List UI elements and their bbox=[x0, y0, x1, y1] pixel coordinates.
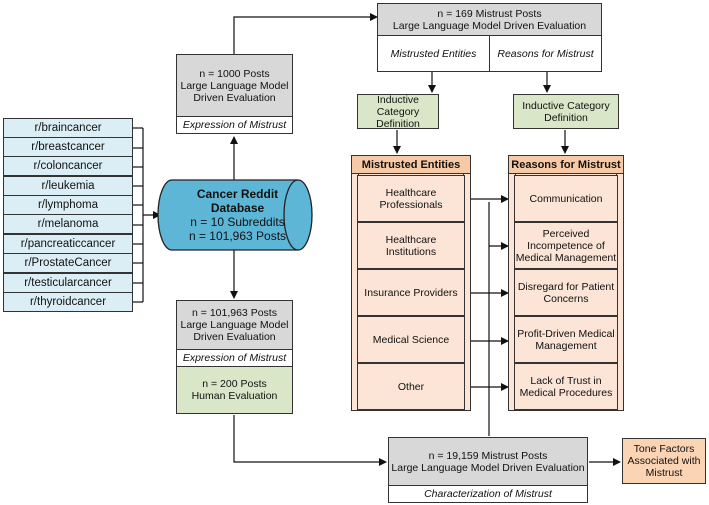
subreddit-label: r/coloncancer bbox=[33, 160, 103, 172]
entity-item: Healthcare Institutions bbox=[357, 222, 465, 269]
reason-item: Communication bbox=[514, 175, 618, 222]
subreddit-item: r/ProstateCancer bbox=[3, 253, 133, 273]
entity-line: Healthcare bbox=[385, 233, 437, 246]
entity-line: Other bbox=[397, 380, 425, 393]
entity-item: Healthcare Professionals bbox=[357, 175, 465, 222]
human-eval-method: Human Evaluation bbox=[191, 390, 278, 402]
reasons-label: Reasons for Mistrust bbox=[489, 35, 602, 72]
reason-item: Perceived Incompetence of Medical Manage… bbox=[514, 222, 618, 269]
reasons-header-text: Reasons for Mistrust bbox=[511, 158, 621, 171]
database-title-line1: Cancer Reddit bbox=[196, 187, 279, 201]
subreddit-item: r/pancreaticcancer bbox=[3, 234, 133, 254]
bottom-eval-method-line1: Large Language Model bbox=[180, 319, 289, 331]
entity-line: Institutions bbox=[385, 245, 437, 258]
subreddit-label: r/melanoma bbox=[37, 218, 99, 230]
top-eval-to-mistrust-eval-arrow bbox=[233, 13, 378, 54]
subreddit-item: r/thyroidcancer bbox=[3, 292, 133, 312]
subreddit-label: r/ProstateCancer bbox=[24, 257, 112, 269]
reason-item: Lack of Trust in Medical Procedures bbox=[514, 363, 618, 410]
top-eval-box: n = 1000 Posts Large Language Model Driv… bbox=[176, 54, 293, 117]
subreddit-item: r/braincancer bbox=[3, 118, 133, 138]
bottom-eval-label: Expression of Mistrust bbox=[176, 349, 293, 367]
inductive-left-line2: Definition bbox=[376, 117, 420, 130]
reasons-header: Reasons for Mistrust bbox=[508, 155, 624, 174]
subreddit-item: r/breastcancer bbox=[3, 137, 133, 157]
bottom-eval-count: n = 101,963 Posts bbox=[192, 307, 277, 319]
reason-line: Perceived bbox=[542, 227, 590, 240]
reason-line: Lack of Trust in bbox=[530, 374, 602, 387]
reason-line: Medical Management bbox=[515, 251, 617, 264]
tone-line: Mistrust bbox=[645, 467, 683, 479]
reason-line: Concerns bbox=[543, 292, 589, 305]
final-eval-method: Large Language Model Driven Evaluation bbox=[391, 461, 585, 474]
final-eval-label-text: Characterization of Mistrust bbox=[424, 488, 552, 500]
human-eval-to-final-eval-arrow bbox=[233, 415, 387, 466]
subreddit-label: r/pancreaticcancer bbox=[20, 238, 116, 250]
subreddit-item: r/coloncancer bbox=[3, 156, 133, 176]
top-eval-label: Expression of Mistrust bbox=[176, 116, 293, 134]
mistrusted-entities-label-text: Mistrusted Entities bbox=[390, 47, 477, 60]
tone-line: Tone Factors bbox=[633, 443, 695, 455]
final-eval-box: n = 19,159 Mistrust Posts Large Language… bbox=[388, 437, 588, 486]
mistrust-eval-count: n = 169 Mistrust Posts bbox=[437, 7, 542, 20]
reason-line: Profit-Driven Medical bbox=[517, 327, 615, 340]
subreddit-label: r/lymphoma bbox=[37, 199, 99, 211]
human-eval-count: n = 200 Posts bbox=[202, 378, 267, 390]
human-eval-box: n = 200 Posts Human Evaluation bbox=[176, 366, 293, 414]
subreddit-label: r/breastcancer bbox=[31, 141, 105, 153]
top-eval-count: n = 1000 Posts bbox=[199, 67, 270, 80]
entity-line: Medical Science bbox=[372, 333, 450, 346]
top-eval-method-line1: Large Language Model bbox=[180, 79, 289, 92]
entities-header-text: Mistrusted Entities bbox=[361, 158, 461, 171]
bottom-eval-label-text: Expression of Mistrust bbox=[182, 352, 287, 364]
entities-header: Mistrusted Entities bbox=[351, 155, 471, 174]
entity-item: Medical Science bbox=[357, 316, 465, 363]
reason-line: Communication bbox=[529, 192, 603, 205]
database-cylinder bbox=[157, 179, 313, 251]
tone-line: Associated with bbox=[627, 455, 701, 467]
final-eval-count: n = 19,159 Mistrust Posts bbox=[428, 449, 548, 462]
reason-line: Disregard for Patient bbox=[517, 280, 615, 293]
subreddit-item: r/testicularcancer bbox=[3, 273, 133, 293]
reason-line: Management bbox=[535, 339, 597, 352]
top-eval-method-line2: Driven Evaluation bbox=[193, 91, 276, 104]
subreddit-item: r/lymphoma bbox=[3, 195, 133, 215]
reason-line: Incompetence of bbox=[527, 239, 605, 252]
mistrust-eval-method: Large Language Model Driven Evaluation bbox=[392, 19, 587, 32]
subreddit-item: r/leukemia bbox=[3, 176, 133, 196]
mistrusted-entities-label: Mistrusted Entities bbox=[377, 35, 490, 72]
bottom-eval-method-line2: Driven Evaluation bbox=[193, 331, 276, 343]
database-post-count: n = 101,963 Posts bbox=[188, 229, 287, 243]
inductive-box-left: Inductive Category Definition bbox=[357, 93, 439, 130]
database-subreddit-count: n = 10 Subreddits bbox=[190, 215, 285, 229]
bottom-eval-box: n = 101,963 Posts Large Language Model D… bbox=[176, 300, 293, 350]
inductive-left-line1: Inductive Category bbox=[376, 93, 420, 118]
subreddit-label: r/braincancer bbox=[34, 122, 102, 134]
reason-item: Profit-Driven Medical Management bbox=[514, 316, 618, 363]
inductive-box-right: Inductive Category Definition bbox=[513, 94, 619, 129]
subreddit-label: r/leukemia bbox=[41, 180, 95, 192]
subreddit-label: r/thyroidcancer bbox=[29, 296, 107, 308]
database-text: Cancer Reddit Database n = 10 Subreddits… bbox=[170, 182, 305, 248]
inductive-right-line2: Definition bbox=[544, 111, 588, 124]
entity-item: Insurance Providers bbox=[357, 269, 465, 316]
mistrust-eval-box: n = 169 Mistrust Posts Large Language Mo… bbox=[377, 3, 602, 36]
final-eval-label: Characterization of Mistrust bbox=[388, 485, 588, 503]
reason-line: Medical Procedures bbox=[519, 386, 613, 399]
entity-line: Professionals bbox=[379, 198, 443, 211]
entity-line: Insurance Providers bbox=[364, 286, 458, 299]
reasons-label-text: Reasons for Mistrust bbox=[497, 47, 594, 60]
database-title-line2: Database bbox=[210, 201, 265, 215]
tone-factors-box: Tone Factors Associated with Mistrust bbox=[622, 438, 706, 484]
subreddit-label: r/testicularcancer bbox=[24, 277, 112, 289]
entity-line: Healthcare bbox=[385, 186, 437, 199]
reason-item: Disregard for Patient Concerns bbox=[514, 269, 618, 316]
entity-item: Other bbox=[357, 363, 465, 410]
top-eval-label-text: Expression of Mistrust bbox=[182, 119, 287, 131]
inductive-right-line1: Inductive Category bbox=[522, 99, 610, 112]
subreddit-item: r/melanoma bbox=[3, 214, 133, 234]
